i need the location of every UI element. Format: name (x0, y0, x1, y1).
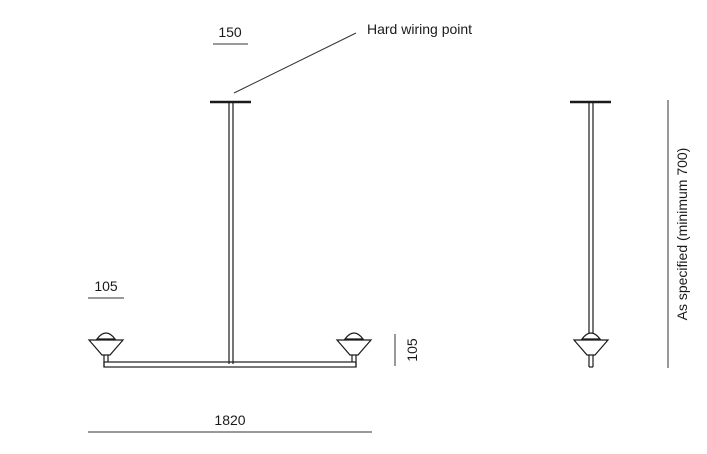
side-bulb (580, 332, 602, 340)
front-elevation: 150 Hard wiring point 105 (87, 21, 472, 433)
left-bulb (95, 332, 117, 340)
wiring-point-leader (233, 32, 357, 94)
side-elevation: As specified (minimum 700) (570, 100, 690, 368)
drop-height-label: As specified (minimum 700) (674, 148, 690, 321)
overall-width-label: 1820 (214, 412, 245, 428)
shade-width-label: 105 (94, 278, 118, 294)
horizontal-bar (103, 361, 357, 368)
left-shade (87, 332, 125, 356)
right-bulb (343, 332, 365, 340)
shade-height-label: 105 (404, 338, 420, 362)
wiring-point-label: Hard wiring point (367, 21, 472, 37)
canopy-width-label: 150 (218, 24, 242, 40)
right-shade (335, 332, 373, 356)
right-shade-cone (335, 339, 373, 356)
left-shade-cone (87, 339, 125, 356)
side-shade-cone (572, 339, 610, 356)
